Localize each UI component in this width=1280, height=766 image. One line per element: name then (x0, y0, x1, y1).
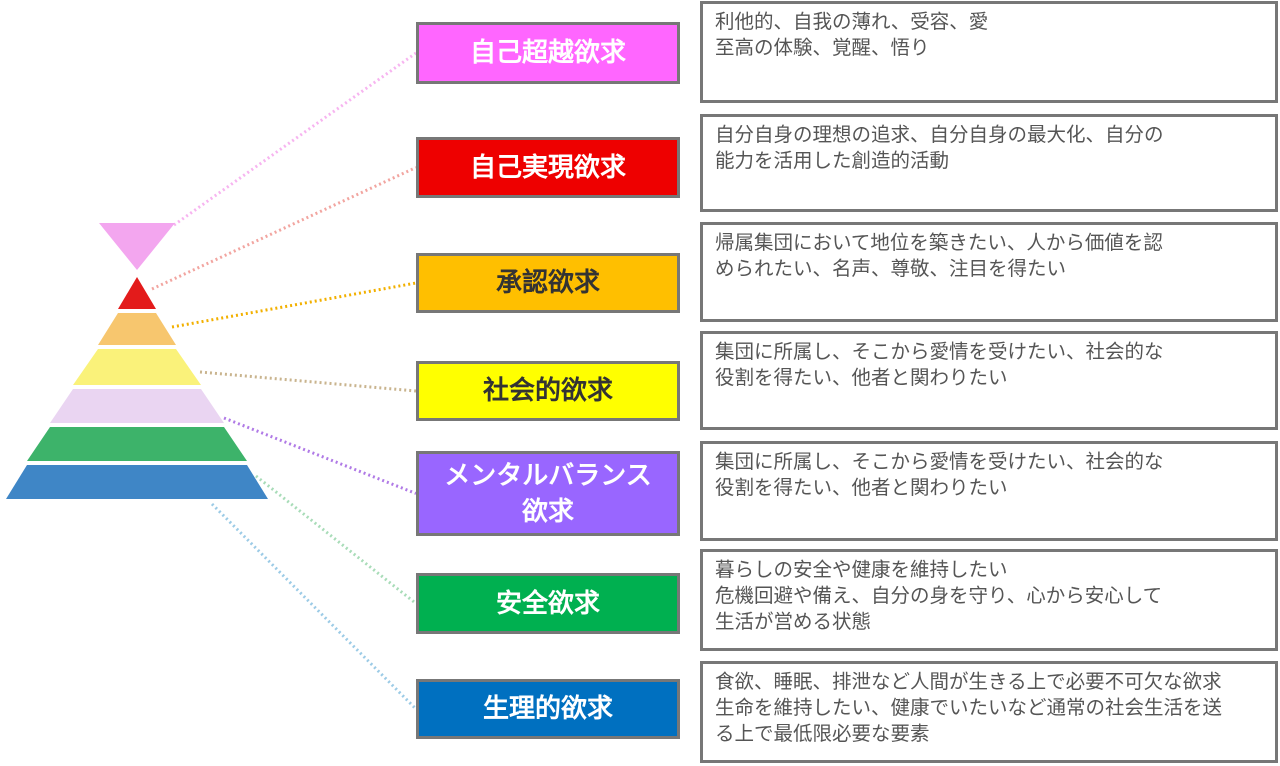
level-label-text: 承認欲求 (495, 268, 600, 298)
level-label: 社会的欲求 (416, 361, 680, 421)
pyramid-tier (73, 349, 201, 385)
level-label-text: 社会的欲求 (482, 376, 613, 406)
level-description: 利他的、自我の薄れ、受容、愛 至高の体験、覚醒、悟り (700, 1, 1278, 103)
connector-line (171, 281, 417, 329)
pyramid-tier (50, 389, 224, 423)
level-label: メンタルバランス 欲求 (416, 451, 680, 536)
level-label: 安全欲求 (416, 573, 680, 634)
level-label-text: メンタルバランス 欲求 (444, 460, 652, 527)
level-description: 食欲、睡眠、排泄など人間が生きる上で必要不可欠な欲求 生命を維持したい、健康でい… (700, 661, 1278, 763)
level-label: 承認欲求 (416, 253, 680, 313)
level-label: 自己実現欲求 (416, 137, 680, 198)
connector-line (173, 51, 417, 227)
connector-line (255, 474, 417, 605)
level-description: 暮らしの安全や健康を維持したい 危機回避や備え、自分の身を守り、心から安心して … (700, 549, 1278, 651)
pyramid-tier (6, 465, 268, 499)
level-label-text: 生理的欲求 (482, 694, 613, 724)
level-label: 自己超越欲求 (416, 22, 680, 84)
level-label-text: 自己超越欲求 (469, 38, 626, 68)
pyramid-tier (118, 277, 156, 309)
connector-line (199, 370, 417, 393)
connector-line (151, 166, 417, 291)
level-label: 生理的欲求 (416, 679, 680, 739)
connector-line (223, 416, 417, 495)
connector-lines (151, 51, 418, 711)
pyramid-tier (98, 313, 176, 345)
level-description: 集団に所属し、そこから愛情を受けたい、社会的な 役割を得たい、他者と関わりたい (700, 331, 1278, 430)
connector-line (210, 502, 418, 711)
level-description: 帰属集団において地位を築きたい、人から価値を認 められたい、名声、尊敬、注目を得… (700, 222, 1278, 322)
pyramid-tier (27, 427, 247, 461)
level-label-text: 自己実現欲求 (469, 152, 626, 183)
level-label-text: 安全欲求 (495, 588, 600, 619)
pyramid-tiers (6, 223, 268, 499)
pyramid-tier (99, 223, 175, 270)
level-description: 集団に所属し、そこから愛情を受けたい、社会的な 役割を得たい、他者と関わりたい (700, 441, 1278, 541)
level-description: 自分自身の理想の追求、自分自身の最大化、自分の 能力を活用した創造的活動 (700, 114, 1278, 212)
